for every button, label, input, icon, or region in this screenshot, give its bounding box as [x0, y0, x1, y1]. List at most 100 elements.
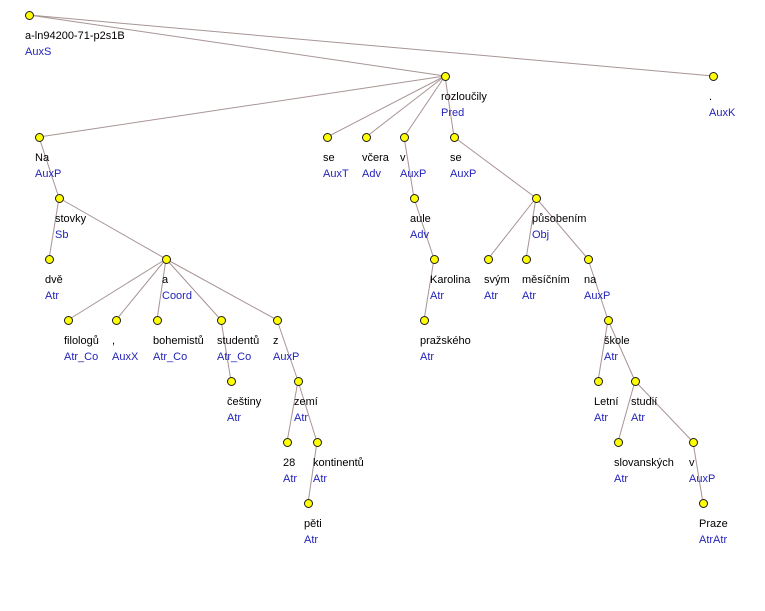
tree-node[interactable] [429, 254, 439, 264]
node-word-label: studií [631, 396, 658, 408]
node-word-label: češtiny [227, 396, 262, 408]
node-word-label: Karolina [430, 274, 471, 286]
node-word-label: se [323, 152, 335, 164]
node-tag-label: Atr_Co [153, 351, 188, 363]
tree-node[interactable] [282, 437, 292, 447]
node-tag-label: Atr [604, 351, 619, 363]
node-tag-label: AuxP [689, 473, 716, 485]
node-tag-label: Adv [362, 168, 381, 180]
tree-node[interactable] [111, 315, 121, 325]
tree-edge [58, 197, 167, 260]
node-tag-label: AuxK [709, 107, 736, 119]
node-tag-label: AtrAtr [699, 534, 728, 546]
node-word-label: a [162, 274, 169, 286]
tree-node[interactable] [322, 132, 332, 142]
tree-node[interactable] [34, 132, 44, 142]
tree-node[interactable] [630, 376, 640, 386]
tree-node[interactable] [708, 71, 718, 81]
node-tag-label: AuxP [400, 168, 427, 180]
tree-edge [403, 75, 446, 138]
tree-node[interactable] [161, 254, 171, 264]
node-word-label: aule [410, 213, 431, 225]
tree-node[interactable] [449, 132, 459, 142]
tree-node[interactable] [440, 71, 450, 81]
tree-node[interactable] [613, 437, 623, 447]
node-word-label: svým [484, 274, 510, 286]
tree-node[interactable] [593, 376, 603, 386]
node-word-label: a-ln94200-71-p2s1B [25, 30, 125, 42]
node-word-label: pražského [420, 335, 471, 347]
node-word-label: 28 [283, 457, 296, 469]
node-tag-label: Atr [304, 534, 319, 546]
tree-node[interactable] [409, 193, 419, 203]
node-tag-label: Sb [55, 229, 69, 241]
tree-node[interactable] [272, 315, 282, 325]
node-tag-label: Atr [522, 290, 537, 302]
tree-edge [38, 75, 446, 138]
node-tag-label: Atr [484, 290, 499, 302]
node-word-label: dvě [45, 274, 63, 286]
node-word-label: . [709, 91, 713, 103]
tree-node[interactable] [419, 315, 429, 325]
node-word-label: filologů [64, 335, 99, 347]
tree-node[interactable] [63, 315, 73, 325]
tree-edge [67, 258, 167, 321]
tree-node[interactable] [152, 315, 162, 325]
tree-node[interactable] [361, 132, 371, 142]
node-word-label: včera [362, 152, 389, 164]
node-tag-label: Coord [162, 290, 192, 302]
node-word-label: Na [35, 152, 50, 164]
tree-edge [326, 75, 446, 138]
tree-node[interactable] [216, 315, 226, 325]
node-tag-label: AuxP [273, 351, 300, 363]
tree-node[interactable] [399, 132, 409, 142]
tree-edge [28, 14, 714, 77]
tree-node[interactable] [483, 254, 493, 264]
node-word-label: bohemistů [153, 335, 204, 347]
node-tag-label: Atr [420, 351, 435, 363]
tree-edge [115, 258, 167, 321]
node-tag-label: Atr [430, 290, 445, 302]
node-tag-label: Atr [313, 473, 328, 485]
node-word-label: Praze [699, 518, 728, 530]
tree-node[interactable] [54, 193, 64, 203]
node-word-label: v [689, 457, 695, 469]
tree-node[interactable] [521, 254, 531, 264]
tree-node[interactable] [44, 254, 54, 264]
tree-node[interactable] [583, 254, 593, 264]
node-tag-label: Atr [594, 412, 609, 424]
node-tag-label: Atr_Co [217, 351, 252, 363]
tree-node[interactable] [603, 315, 613, 325]
node-word-label: stovky [55, 213, 87, 225]
tree-edge [487, 197, 537, 260]
node-tag-label: Atr [614, 473, 629, 485]
node-tag-label: Pred [441, 107, 465, 119]
node-tag-label: Atr [283, 473, 298, 485]
tree-edge [28, 14, 446, 77]
tree-node[interactable] [303, 498, 313, 508]
node-tag-label: AuxS [25, 46, 52, 58]
tree-node[interactable] [24, 10, 34, 20]
node-word-label: zemí [294, 396, 318, 408]
tree-node[interactable] [531, 193, 541, 203]
tree-node[interactable] [688, 437, 698, 447]
node-word-label: kontinentů [313, 457, 364, 469]
node-tag-label: Atr [631, 412, 646, 424]
tree-node[interactable] [312, 437, 322, 447]
tree-node[interactable] [293, 376, 303, 386]
tree-node[interactable] [698, 498, 708, 508]
node-word-label: měsíčním [522, 274, 570, 286]
node-tag-label: AuxP [450, 168, 477, 180]
node-word-label: se [450, 152, 462, 164]
tree-edge [365, 75, 446, 138]
node-tag-label: AuxT [323, 168, 349, 180]
node-tag-label: AuxP [35, 168, 62, 180]
node-word-label: Letní [594, 396, 619, 408]
node-tag-label: Atr_Co [64, 351, 99, 363]
node-tag-label: AuxP [584, 290, 611, 302]
tree-node[interactable] [226, 376, 236, 386]
node-tag-label: AuxX [112, 351, 139, 363]
node-word-label: škole [604, 335, 630, 347]
